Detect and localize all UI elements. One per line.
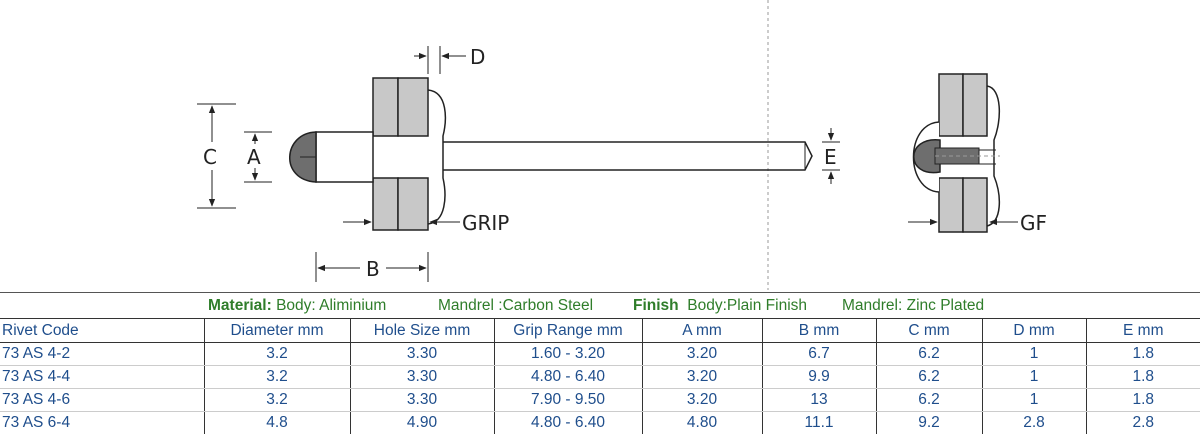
column-header: A mm (641, 318, 762, 343)
table-row: 73 AS 4-6 3.2 3.30 7.90 - 9.50 3.20 13 6… (0, 388, 1200, 412)
table-cell: 73 AS 4-6 (0, 388, 204, 412)
table-cell: 2.8 (981, 411, 1086, 434)
table-cell: 4.90 (349, 411, 494, 434)
finish-spec: Finish Body:Plain Finish (633, 297, 807, 315)
table-cell: 3.2 (203, 342, 350, 366)
column-header: Grip Range mm (493, 318, 642, 343)
table-header-row: Rivet Code Diameter mm Hole Size mm Grip… (0, 318, 1200, 343)
table-cell: 3.20 (641, 342, 762, 366)
material-mandrel: Mandrel :Carbon Steel (438, 297, 594, 314)
material-label: Material: (208, 297, 272, 314)
table-cell: 6.2 (875, 388, 982, 412)
finish-body: Body:Plain Finish (687, 297, 808, 314)
table-cell: 1.8 (1085, 342, 1200, 366)
lower-plate-right (397, 177, 429, 231)
table-cell: 9.9 (761, 365, 876, 389)
spec-line: Material: Body: Aliminium Mandrel :Carbo… (0, 292, 1200, 317)
table-cell: 6.2 (875, 365, 982, 389)
column-header: D mm (981, 318, 1086, 343)
table-cell: 1 (981, 342, 1086, 366)
table-row: 73 AS 4-2 3.2 3.30 1.60 - 3.20 3.20 6.7 … (0, 342, 1200, 366)
table-cell: 3.30 (349, 342, 494, 366)
table-cell: 4.80 (641, 411, 762, 434)
table-cell: 6.7 (761, 342, 876, 366)
column-header: Diameter mm (203, 318, 350, 343)
dim-label-d: D (470, 45, 485, 69)
rivet-spec-table: Rivet Code Diameter mm Hole Size mm Grip… (0, 318, 1200, 434)
table-cell: 1.60 - 3.20 (493, 342, 642, 366)
rivet-unset-drawing (289, 77, 813, 231)
rivet-body (315, 131, 374, 183)
table-cell: 1 (981, 388, 1086, 412)
table-cell: 3.2 (203, 388, 350, 412)
dim-label-grip-partial: GF (1020, 211, 1047, 235)
dim-label-b: B (366, 257, 380, 281)
table-cell: 3.30 (349, 388, 494, 412)
finish-mandrel: Mandrel: Zinc Plated (842, 297, 985, 314)
table-cell: 1 (981, 365, 1086, 389)
rivet-head-flange (427, 89, 447, 225)
table-cell: 4.80 - 6.40 (493, 365, 642, 389)
table-cell: 11.1 (761, 411, 876, 434)
upper-plate-right (397, 77, 429, 137)
column-header: C mm (875, 318, 982, 343)
table-cell: 2.8 (1085, 411, 1200, 434)
lower-plate-left (372, 177, 399, 231)
mandrel-stem (443, 141, 813, 171)
table-row: 73 AS 6-4 4.8 4.90 4.80 - 6.40 4.80 11.1… (0, 411, 1200, 434)
material-body: Body: Aliminium (276, 297, 387, 314)
table-cell: 1.8 (1085, 388, 1200, 412)
table-cell: 3.2 (203, 365, 350, 389)
dim-label-grip: GRIP (462, 211, 509, 235)
dim-label-a: A (247, 145, 261, 169)
column-header: Rivet Code (0, 318, 204, 343)
table-cell: 3.30 (349, 365, 494, 389)
finish-label: Finish (633, 297, 679, 314)
table-cell: 73 AS 6-4 (2, 414, 71, 431)
column-header: B mm (761, 318, 876, 343)
rivet-dimension-diagram: C A D E GRIP B GF (197, 0, 1047, 290)
set-mandrel-head (913, 139, 941, 174)
rivet-set-drawing (912, 73, 1001, 233)
upper-plate-left (372, 77, 399, 137)
table-cell: 73 AS 4-4 (0, 365, 204, 389)
table-cell: 3.20 (641, 388, 762, 412)
column-header: E mm (1085, 318, 1200, 343)
table-row: 73 AS 4-4 3.2 3.30 4.80 - 6.40 3.20 9.9 … (0, 365, 1200, 389)
table-cell: 7.90 - 9.50 (493, 388, 642, 412)
dim-label-c: C (203, 145, 217, 169)
table-cell: 4.8 (203, 411, 350, 434)
table-cell: 1.8 (1085, 365, 1200, 389)
table-cell: 9.2 (875, 411, 982, 434)
table-cell: 4.80 - 6.40 (493, 411, 642, 434)
column-header: Hole Size mm (349, 318, 494, 343)
material-spec: Material: Body: Aliminium (208, 297, 386, 315)
table-cell: 6.2 (875, 342, 982, 366)
table-cell: 3.20 (641, 365, 762, 389)
dim-label-e: E (824, 145, 837, 169)
table-cell: 13 (761, 388, 876, 412)
table-cell: 73 AS 4-2 (0, 342, 204, 366)
